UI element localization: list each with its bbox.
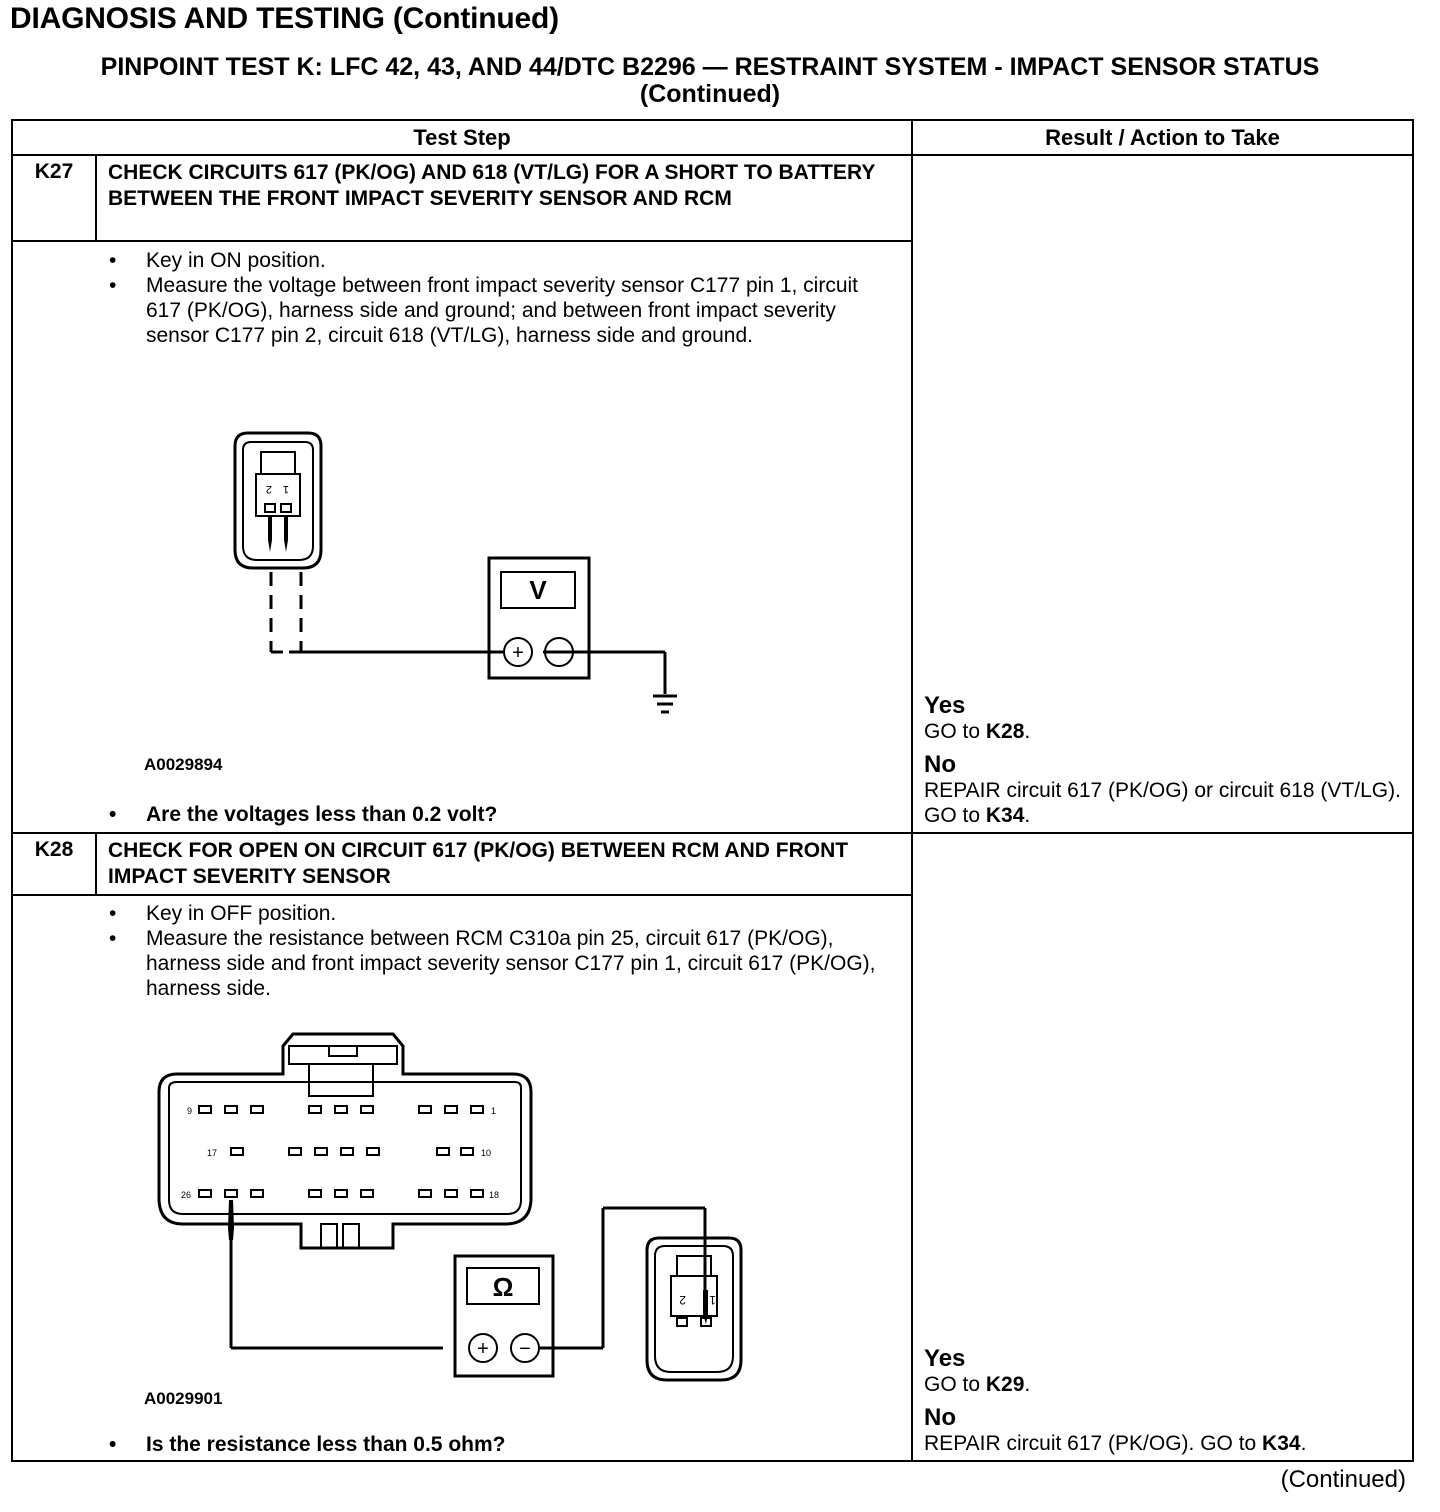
- pin-1-label: 1: [491, 1106, 496, 1116]
- step-k28-result: Yes GO to K29. No REPAIR circuit 617 (PK…: [911, 832, 1415, 1462]
- lead-wire: [229, 1206, 707, 1350]
- yes-label: Yes: [924, 692, 966, 719]
- step-k28-body: Key in OFF position. Measure the resista…: [10, 894, 914, 1462]
- no-action: REPAIR circuit 617 (PK/OG). GO to K34.: [924, 1432, 1307, 1455]
- list-item: Measure the voltage between front impact…: [13, 273, 911, 348]
- step-k28-body-row: Key in OFF position. Measure the resista…: [10, 894, 1413, 1462]
- list-item: Key in OFF position.: [13, 901, 911, 926]
- probe-icon: [703, 1290, 708, 1324]
- table-header-row: Test Step Result / Action to Take: [10, 119, 1415, 156]
- step-k27-result: Yes GO to K28. No REPAIR circuit 617 (PK…: [911, 154, 1415, 834]
- list-item: Measure the resistance between RCM C310a…: [13, 926, 911, 1001]
- plus-label: +: [477, 1338, 489, 1360]
- yes-label: Yes: [924, 1345, 966, 1372]
- column-header-result: Result / Action to Take: [911, 119, 1415, 156]
- yes-action: GO to K28.: [924, 720, 1031, 743]
- step-heading: CHECK CIRCUITS 617 (PK/OG) AND 618 (VT/L…: [94, 154, 914, 242]
- list-item: Key in ON position.: [13, 248, 911, 273]
- pin-10-label: 10: [481, 1148, 491, 1158]
- pinpoint-test-table: Test Step Result / Action to Take K27 CH…: [10, 119, 1415, 1462]
- probe-icon: [268, 516, 288, 552]
- no-label: No: [924, 751, 957, 778]
- figure-code: A0029901: [144, 1389, 223, 1408]
- step-link[interactable]: K28: [985, 720, 1025, 743]
- rcm-connector-c310a-icon: [157, 1032, 533, 1250]
- connector-c177-icon: [645, 1236, 743, 1382]
- step-id: K28: [11, 832, 97, 896]
- minus-label: −: [553, 642, 565, 664]
- no-action: REPAIR circuit 617 (PK/OG) or circuit 61…: [924, 779, 1401, 827]
- connector-c177-icon: [233, 431, 323, 570]
- lead-wire: [269, 572, 667, 694]
- figure-code: A0029894: [144, 755, 223, 774]
- yes-action: GO to K29.: [924, 1373, 1031, 1396]
- continued-footer: (Continued): [1280, 1466, 1406, 1493]
- step-k27-body-row: Key in ON position. Measure the voltage …: [10, 240, 1413, 834]
- step-heading: CHECK FOR OPEN ON CIRCUIT 617 (PK/OG) BE…: [94, 832, 914, 896]
- pin-9-label: 9: [187, 1106, 192, 1116]
- meter-symbol: Ω: [493, 1272, 514, 1302]
- step-id: K27: [11, 154, 97, 242]
- test-question: Are the voltages less than 0.2 volt?: [13, 802, 911, 827]
- pinpoint-test-title: PINPOINT TEST K: LFC 42, 43, AND 44/DTC …: [0, 54, 1420, 108]
- ohmmeter-test-diagram: 9 1 17 10 26 18: [157, 1032, 743, 1382]
- column-header-test-step: Test Step: [10, 119, 914, 156]
- pin-1-label: 1: [709, 1293, 716, 1307]
- plus-label: +: [512, 642, 524, 664]
- step-link[interactable]: K34: [1262, 1432, 1301, 1455]
- step-k27-heading-row: K27 CHECK CIRCUITS 617 (PK/OG) AND 618 (…: [11, 154, 1415, 834]
- no-label: No: [924, 1404, 957, 1431]
- test-title-line2: (Continued): [639, 80, 781, 108]
- pin-2-label: 2: [266, 483, 272, 495]
- voltmeter-test-diagram: 2 1: [233, 431, 677, 714]
- test-title-line1: PINPOINT TEST K: LFC 42, 43, AND 44/DTC …: [100, 53, 1320, 81]
- step-link[interactable]: K29: [985, 1373, 1025, 1396]
- step-link[interactable]: K34: [985, 804, 1025, 827]
- minus-label: −: [519, 1338, 531, 1360]
- pin-17-label: 17: [207, 1148, 217, 1158]
- step-k28-heading-row: K28 CHECK FOR OPEN ON CIRCUIT 617 (PK/OG…: [11, 832, 1415, 1462]
- step-k27-body: Key in ON position. Measure the voltage …: [10, 240, 914, 834]
- voltmeter-icon: [487, 556, 591, 680]
- pin-2-label: 2: [679, 1293, 686, 1307]
- pin-1-label: 1: [283, 483, 289, 495]
- probe-icon: [228, 1200, 234, 1240]
- pin-26-label: 26: [181, 1190, 191, 1200]
- ohmmeter-icon: [453, 1254, 555, 1378]
- test-question: Is the resistance less than 0.5 ohm?: [13, 1432, 911, 1457]
- pin-18-label: 18: [489, 1190, 499, 1200]
- meter-symbol: V: [529, 575, 547, 605]
- page-title: DIAGNOSIS AND TESTING (Continued): [10, 2, 559, 35]
- ground-icon: [653, 694, 677, 714]
